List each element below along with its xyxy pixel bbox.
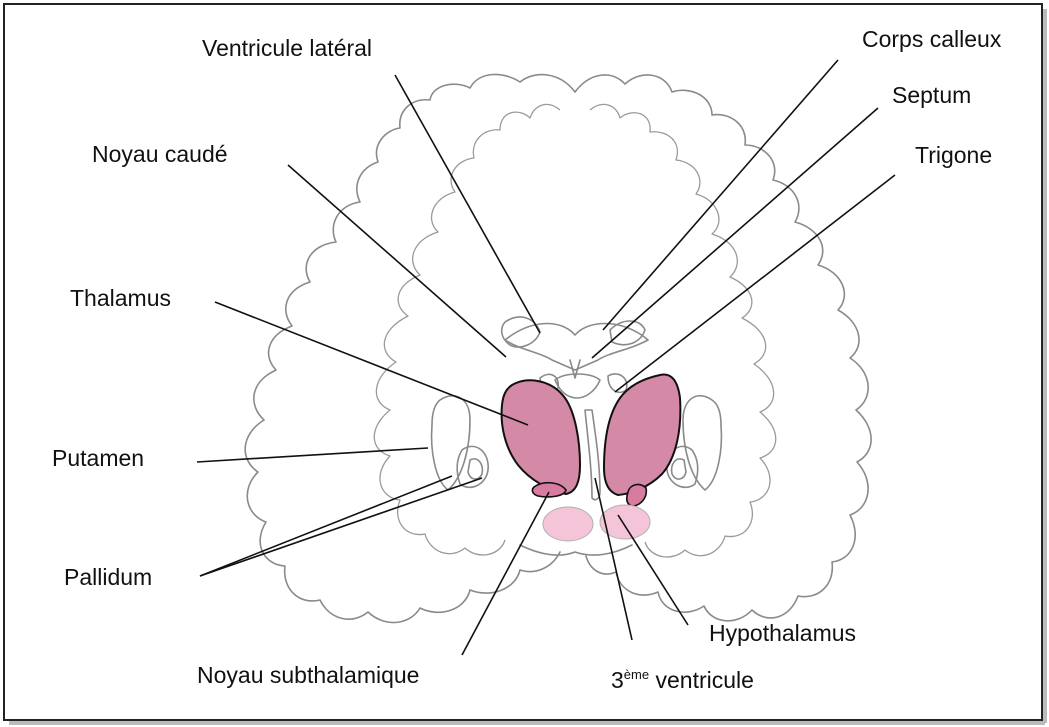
label-troisieme-ventricule-word: ventricule	[649, 667, 754, 693]
right-putamen	[683, 396, 721, 490]
leader-corps-calleux	[603, 60, 838, 330]
label-corps-calleux: Corps calleux	[862, 26, 1002, 52]
label-trigone: Trigone	[915, 142, 992, 168]
leader-putamen	[197, 448, 428, 462]
label-thalamus: Thalamus	[70, 285, 171, 311]
leader-ventricule-lateral	[395, 75, 540, 333]
leader-pallidum-1	[200, 476, 452, 576]
left-hypothalamus	[543, 507, 593, 541]
right-subthalamic-nucleus	[627, 485, 647, 506]
corpus-callosum	[505, 324, 648, 370]
label-noyau-subthalamique: Noyau subthalamique	[197, 662, 419, 688]
leader-noyau-caude	[288, 165, 506, 357]
leader-noyau-subthalamique	[462, 492, 549, 655]
label-hypothalamus: Hypothalamus	[709, 620, 856, 646]
third-ventricle-structure	[585, 410, 600, 500]
brainstem-outline	[520, 545, 632, 555]
left-subthalamic-nucleus	[532, 483, 566, 497]
right-pallidum-inner	[672, 459, 686, 479]
leader-hypothalamus	[618, 515, 688, 625]
label-pallidum: Pallidum	[64, 564, 152, 590]
leader-troisieme-ventricule	[595, 478, 632, 640]
label-ventricule-lateral: Ventricule latéral	[202, 35, 372, 61]
left-pallidum-inner	[468, 459, 482, 479]
left-thalamus	[502, 380, 580, 494]
leader-pallidum-2	[200, 478, 482, 576]
label-troisieme-ventricule-number: 3	[611, 667, 624, 693]
left-hemisphere-outline	[245, 74, 575, 622]
label-troisieme-ventricule-sup: ème	[624, 667, 649, 682]
leader-thalamus	[215, 302, 528, 425]
leader-septum	[592, 108, 878, 358]
label-noyau-caude: Noyau caudé	[92, 141, 228, 167]
label-septum: Septum	[892, 82, 971, 108]
label-putamen: Putamen	[52, 445, 144, 471]
label-troisieme-ventricule: 3ème ventricule	[611, 667, 754, 693]
